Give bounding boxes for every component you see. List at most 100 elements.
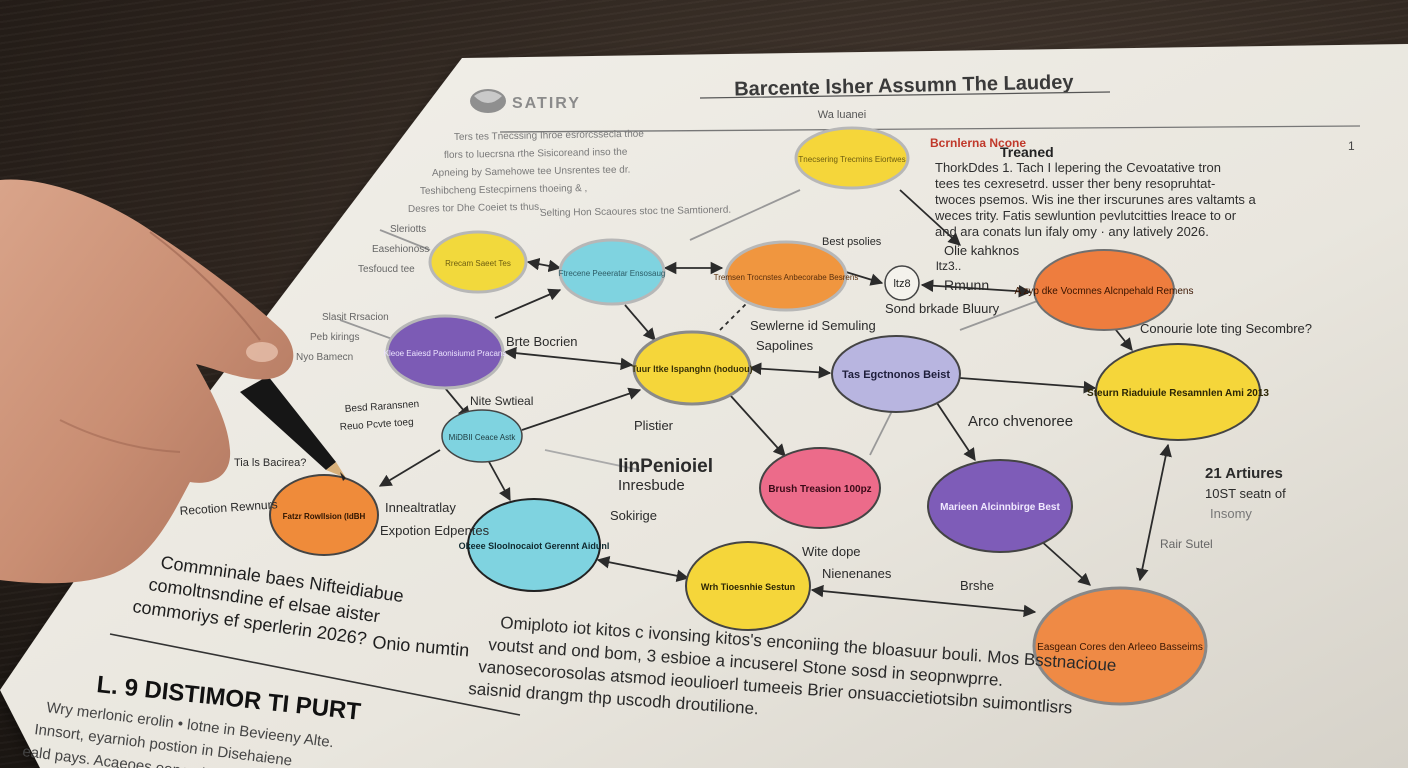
page-number: 1 (1348, 139, 1355, 153)
label: Brte Bocrien (506, 334, 578, 349)
node-pink: Brush Treasion 100pz (759, 447, 881, 529)
edge (959, 299, 1041, 331)
label: Wite dope (802, 544, 861, 559)
edge (544, 449, 641, 471)
label: Reuo Pcvte toeg (339, 417, 414, 433)
label: IinPenioiel (618, 456, 713, 477)
intro-text: Ters tes Tnecssing Ihroe esrorcssecia th… (408, 129, 731, 219)
node-yellow-right: Steurn Riaduiule Resamnlen Ami 2013 (1087, 343, 1269, 441)
node-purple-right: Marieen Alcinnbirge Best (927, 459, 1073, 553)
edge (845, 271, 884, 286)
edge (526, 257, 562, 273)
label: Nite Swtieal (470, 394, 533, 408)
edge (729, 394, 786, 457)
label: Rmunn (944, 277, 989, 293)
label: Tia ls Bacirea? (234, 457, 306, 469)
edge (748, 362, 832, 379)
label: Sewlerne id Semuling (750, 318, 876, 333)
section-rule (109, 633, 521, 716)
node-yellow-top: Tnecsering Trecmins Eiortwes (794, 126, 910, 190)
label: Innealtratlay (385, 500, 456, 515)
page-subtitle: Wa luanei (818, 109, 867, 121)
edge (503, 346, 634, 371)
node-label: Tnecsering Trecmins Eiortwes (798, 155, 905, 164)
label: Best psolies (822, 236, 882, 248)
label: Sond brkade Bluury (885, 301, 1000, 316)
node-cyan-small: MiDBII Ceace Astk (441, 409, 523, 463)
label: Olie kahknos (944, 243, 1020, 258)
intro-line: Teshibcheng Estecpirnens thoeing & , (420, 183, 588, 197)
header-rule (499, 125, 1361, 133)
node-label: Okeee Sloolnocaiot Gerennt Aidunl (459, 541, 610, 551)
note-paragraph: ThorkDdes 1. Tach I lepering the Cevoata… (934, 160, 1257, 239)
intro-line: Desres tor Dhe Coeiet ts thus. (408, 202, 542, 215)
node-label: Tuur ltke Ispanghn (hoduou) (631, 364, 752, 374)
label: Rair Sutel (1160, 537, 1213, 551)
label: Plistier (634, 418, 674, 433)
diagram-labels: Olie kahknos ltz3.. Rmunn Sond brkade Bl… (179, 224, 1312, 593)
edge (339, 319, 396, 341)
edge (689, 189, 801, 241)
intro-line: Apneing by Samehowe tee Unsrentes tee dr… (432, 165, 631, 179)
node-yellow-left: Rrecam Saeet Tes (428, 230, 528, 294)
label: Peb kirings (310, 332, 359, 343)
note-line: weces trity. Fatis sewluntion pevlutcitt… (934, 208, 1237, 223)
edge (810, 584, 1037, 618)
label: ltz3.. (936, 259, 961, 273)
note-bold-label: Treaned (1000, 144, 1054, 160)
label: Sleriotts (390, 224, 426, 235)
node-label: Rrecam Saeet Tes (445, 259, 511, 268)
logo (470, 89, 506, 113)
edge (494, 288, 562, 319)
diagram-edges (339, 189, 1172, 618)
note-line: twoces psemos. Wis ine ther irscurunes a… (935, 192, 1257, 207)
node-label: Steurn Riaduiule Resamnlen Ami 2013 (1087, 388, 1269, 399)
label: 10ST seatn of (1205, 486, 1286, 501)
label: Easehionoss (372, 244, 429, 255)
logo-text: SATIRY (512, 95, 581, 112)
edge (1136, 443, 1172, 582)
title-underline (699, 91, 1111, 99)
node-label: A zyp dke Vocmnes Alcnpehald Remens (1015, 286, 1194, 297)
node-cyan-top: Ftrecene Peeeratar Ensosaug (558, 238, 666, 306)
node-label: Fatzr Rowllsion (ldBH (283, 512, 366, 521)
label: Arco chvenoree (968, 413, 1073, 430)
label: Nienenanes (822, 566, 892, 581)
label: Besd Raransnen (344, 399, 419, 415)
node-orange-left: Fatzr Rowllsion (ldBH (269, 474, 379, 556)
node-label: Marieen Alcinnbirge Best (940, 502, 1060, 513)
node-yellow-bottom: Wrh Tioesnhie Sestun (685, 541, 811, 631)
label: Slasit Rrsacion (322, 312, 389, 323)
node-label: Wrh Tioesnhie Sestun (701, 582, 795, 592)
node-label: Easgean Cores den Arleeo Basseims (1037, 642, 1203, 653)
edge (959, 377, 1097, 394)
node-purple-left: Kleoe Eaiesd Paonisiumd Pracans (384, 314, 507, 390)
note-red-label: Bcrnlerna Ncone (930, 136, 1026, 150)
intro-line: Selting Hon Scaoures stoc tne Samtionerd… (540, 205, 731, 219)
node-label: MiDBII Ceace Astk (449, 433, 517, 442)
label: Sokirige (610, 508, 657, 523)
label: 21 Artiures (1205, 465, 1283, 482)
paper-sheet (0, 44, 1408, 768)
label: Sapolines (756, 338, 814, 353)
edge (719, 289, 761, 331)
label: Insomy (1210, 506, 1252, 521)
node-label: Kleoe Eaiesd Paonisiumd Pracans (384, 349, 507, 358)
label: Conourie lote ting Secombre? (1140, 321, 1312, 336)
label: Inresbude (618, 477, 685, 494)
edge (624, 304, 656, 341)
node-label: Brush Treasion 100pz (768, 484, 871, 495)
edge (596, 556, 690, 582)
node-label: Ftrecene Peeeratar Ensosaug (559, 269, 666, 278)
label: Nyo Bamecn (296, 352, 353, 363)
node-yellow-center: Tuur ltke Ispanghn (hoduou) (631, 330, 753, 406)
edge (487, 459, 511, 502)
node-label: ltz8 (893, 278, 910, 290)
node-orange-right: A zyp dke Vocmnes Alcnpehald Remens (1015, 249, 1194, 331)
intro-line: flors to luecrsna rthe Sisicoreand inso … (444, 147, 628, 161)
node-label: Tas Egctnonos Beist (842, 369, 950, 381)
edge (379, 229, 431, 251)
node-label: Tremsen Trocnstes Anbecorabe Besrens (714, 273, 859, 282)
edge (934, 399, 976, 462)
